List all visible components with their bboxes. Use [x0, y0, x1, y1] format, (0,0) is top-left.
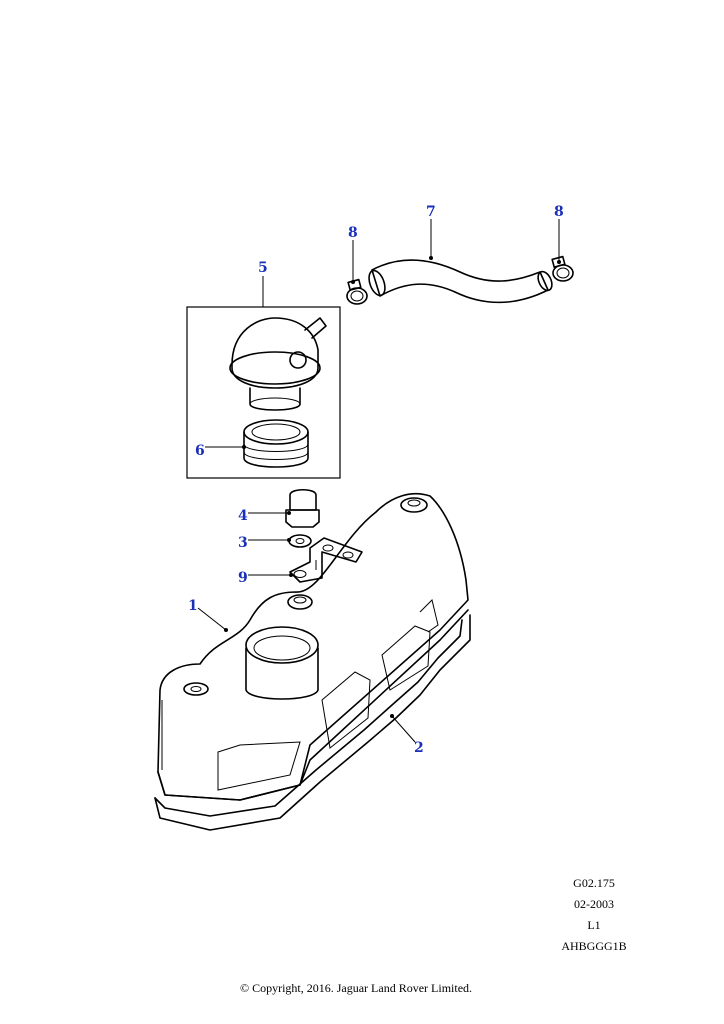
- breather-seal: [243, 419, 309, 468]
- rocker-cover: [157, 492, 469, 801]
- callout-8-right: 8: [554, 204, 564, 220]
- callout-8-left: 8: [348, 225, 358, 241]
- callout-4: 4: [238, 508, 248, 524]
- callout-2: 2: [414, 740, 424, 756]
- leader-lines: [197, 219, 561, 743]
- plug: [285, 488, 320, 528]
- figure-date: 02-2003: [574, 897, 614, 911]
- hose-clip-left: [346, 278, 368, 305]
- figure-level: L1: [587, 918, 601, 932]
- callout-1: 1: [188, 598, 198, 614]
- washer: [288, 534, 312, 548]
- figure-code: G02.175: [573, 876, 615, 890]
- callout-3: 3: [238, 535, 248, 551]
- breather-hose: [368, 259, 553, 304]
- gasket: [154, 614, 471, 831]
- copyright-notice: © Copyright, 2016. Jaguar Land Rover Lim…: [239, 981, 473, 995]
- callout-7: 7: [426, 204, 436, 220]
- breather-valve: [229, 317, 327, 411]
- callout-9: 9: [238, 570, 248, 586]
- hose-clip-right: [551, 255, 574, 282]
- callout-6: 6: [195, 443, 205, 459]
- callout-5: 5: [258, 260, 268, 276]
- part-code: AHBGGG1B: [561, 939, 627, 953]
- bracket: [289, 537, 363, 583]
